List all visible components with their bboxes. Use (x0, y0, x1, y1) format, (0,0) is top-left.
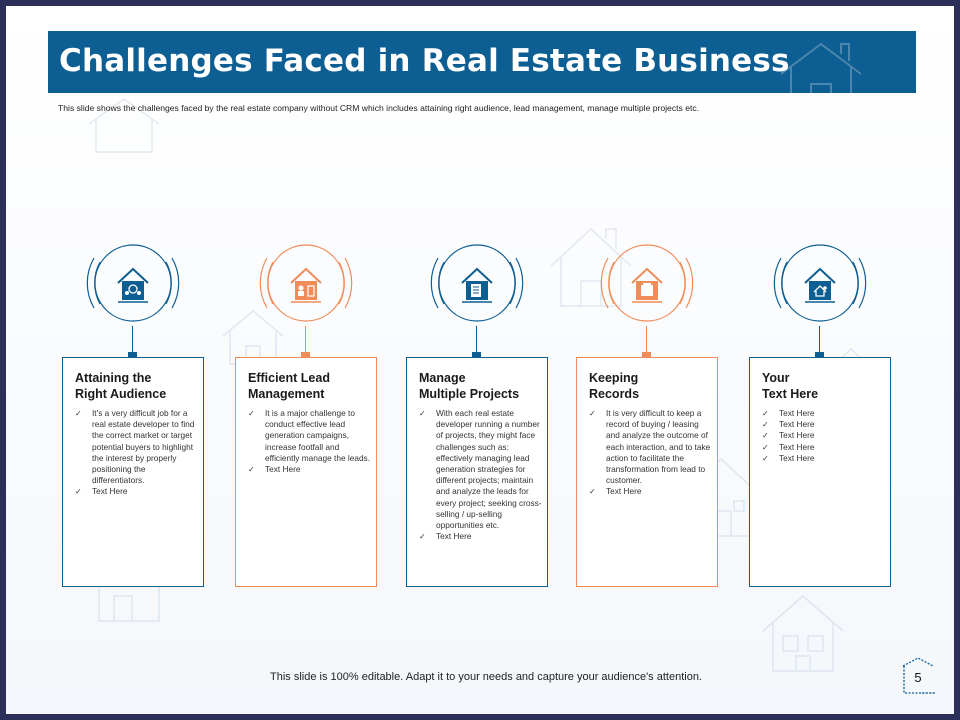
page-house-icon (902, 657, 935, 694)
list-item: ✓Text Here (589, 486, 642, 497)
icon-rings (596, 242, 698, 344)
list-item: ✓It's a very difficult job for a real es… (75, 408, 195, 486)
check-icon: ✓ (419, 532, 426, 542)
background-house-icon (88, 98, 160, 153)
background-house-icon (550, 227, 632, 307)
connector-dot (128, 352, 137, 361)
icon-rings (426, 242, 528, 344)
card-title: Efficient Lead Management (248, 371, 330, 401)
challenge-card: Keeping Records ✓It is very difficult to… (576, 357, 718, 587)
check-icon: ✓ (762, 420, 769, 430)
icon-rings (255, 242, 357, 344)
lead-management-house-icon (290, 267, 322, 303)
connector-line (646, 326, 647, 356)
connector-dot (815, 352, 824, 361)
list-item: ✓Text Here (762, 419, 815, 430)
projects-house-icon (461, 267, 493, 303)
challenge-card: Manage Multiple Projects ✓With each real… (406, 357, 548, 587)
list-item: ✓Text Here (419, 531, 472, 542)
challenge-card: Efficient Lead Management ✓It is a major… (235, 357, 377, 587)
footer-note: This slide is 100% editable. Adapt it to… (270, 671, 702, 683)
title-house-icon (780, 42, 862, 93)
check-icon: ✓ (419, 409, 426, 418)
check-icon: ✓ (75, 487, 82, 497)
page-number: 5 (914, 670, 922, 685)
list-item: ✓With each real estate developer running… (419, 408, 542, 531)
check-icon: ✓ (248, 465, 255, 475)
card-title: Attaining the Right Audience (75, 371, 167, 401)
subtitle: This slide shows the challenges faced by… (58, 103, 700, 113)
records-house-icon (631, 267, 663, 303)
connector-dot (642, 352, 651, 361)
list-item: ✓Text Here (248, 464, 301, 475)
card-title: Your Text Here (762, 371, 819, 401)
bullet-list: ✓With each real estate developer running… (419, 408, 544, 542)
background-house-icon (762, 595, 844, 672)
connector-line (132, 326, 133, 356)
check-icon: ✓ (762, 409, 769, 418)
background-house-icon (680, 457, 762, 537)
list-item: ✓It is very difficult to keep a record o… (589, 408, 711, 486)
check-icon: ✓ (762, 442, 769, 452)
check-icon: ✓ (762, 431, 769, 441)
challenge-card: Attaining the Right Audience ✓It's a ver… (62, 357, 204, 587)
connector-line (819, 326, 820, 356)
list-item: ✓Text Here (762, 408, 815, 418)
challenge-card: Your Text Here ✓Text Here ✓Text Here ✓Te… (749, 357, 891, 587)
list-item: ✓Text Here (75, 486, 128, 497)
list-item: ✓It is a major challenge to conduct effe… (248, 408, 371, 463)
connector-dot (301, 352, 310, 361)
list-item: ✓Text Here (762, 452, 815, 463)
bullet-list: ✓Text Here ✓Text Here ✓Text Here ✓Text H… (762, 408, 887, 464)
bullet-list: ✓It's a very difficult job for a real es… (75, 408, 200, 498)
card-title: Manage Multiple Projects (419, 371, 520, 401)
bullet-list: ✓It is very difficult to keep a record o… (589, 408, 714, 498)
title-bar: Challenges Faced in Real Estate Business (48, 31, 916, 93)
check-icon: ✓ (75, 409, 82, 418)
list-item: ✓Text Here (762, 441, 815, 452)
icon-rings (82, 242, 184, 344)
check-icon: ✓ (589, 409, 596, 418)
connector-dot (472, 352, 481, 361)
settings-house-icon (804, 267, 836, 303)
page-title: Challenges Faced in Real Estate Business (59, 43, 790, 79)
connector-line (476, 326, 477, 356)
bullet-list: ✓It is a major challenge to conduct effe… (248, 408, 373, 475)
check-icon: ✓ (589, 487, 596, 497)
audience-house-icon (117, 267, 149, 303)
page-number-badge: 5 (902, 656, 938, 694)
connector-line (305, 326, 306, 356)
check-icon: ✓ (248, 409, 255, 418)
check-icon: ✓ (762, 453, 769, 463)
list-item: ✓Text Here (762, 430, 815, 441)
card-title: Keeping Records (589, 371, 640, 401)
icon-rings (769, 242, 871, 344)
